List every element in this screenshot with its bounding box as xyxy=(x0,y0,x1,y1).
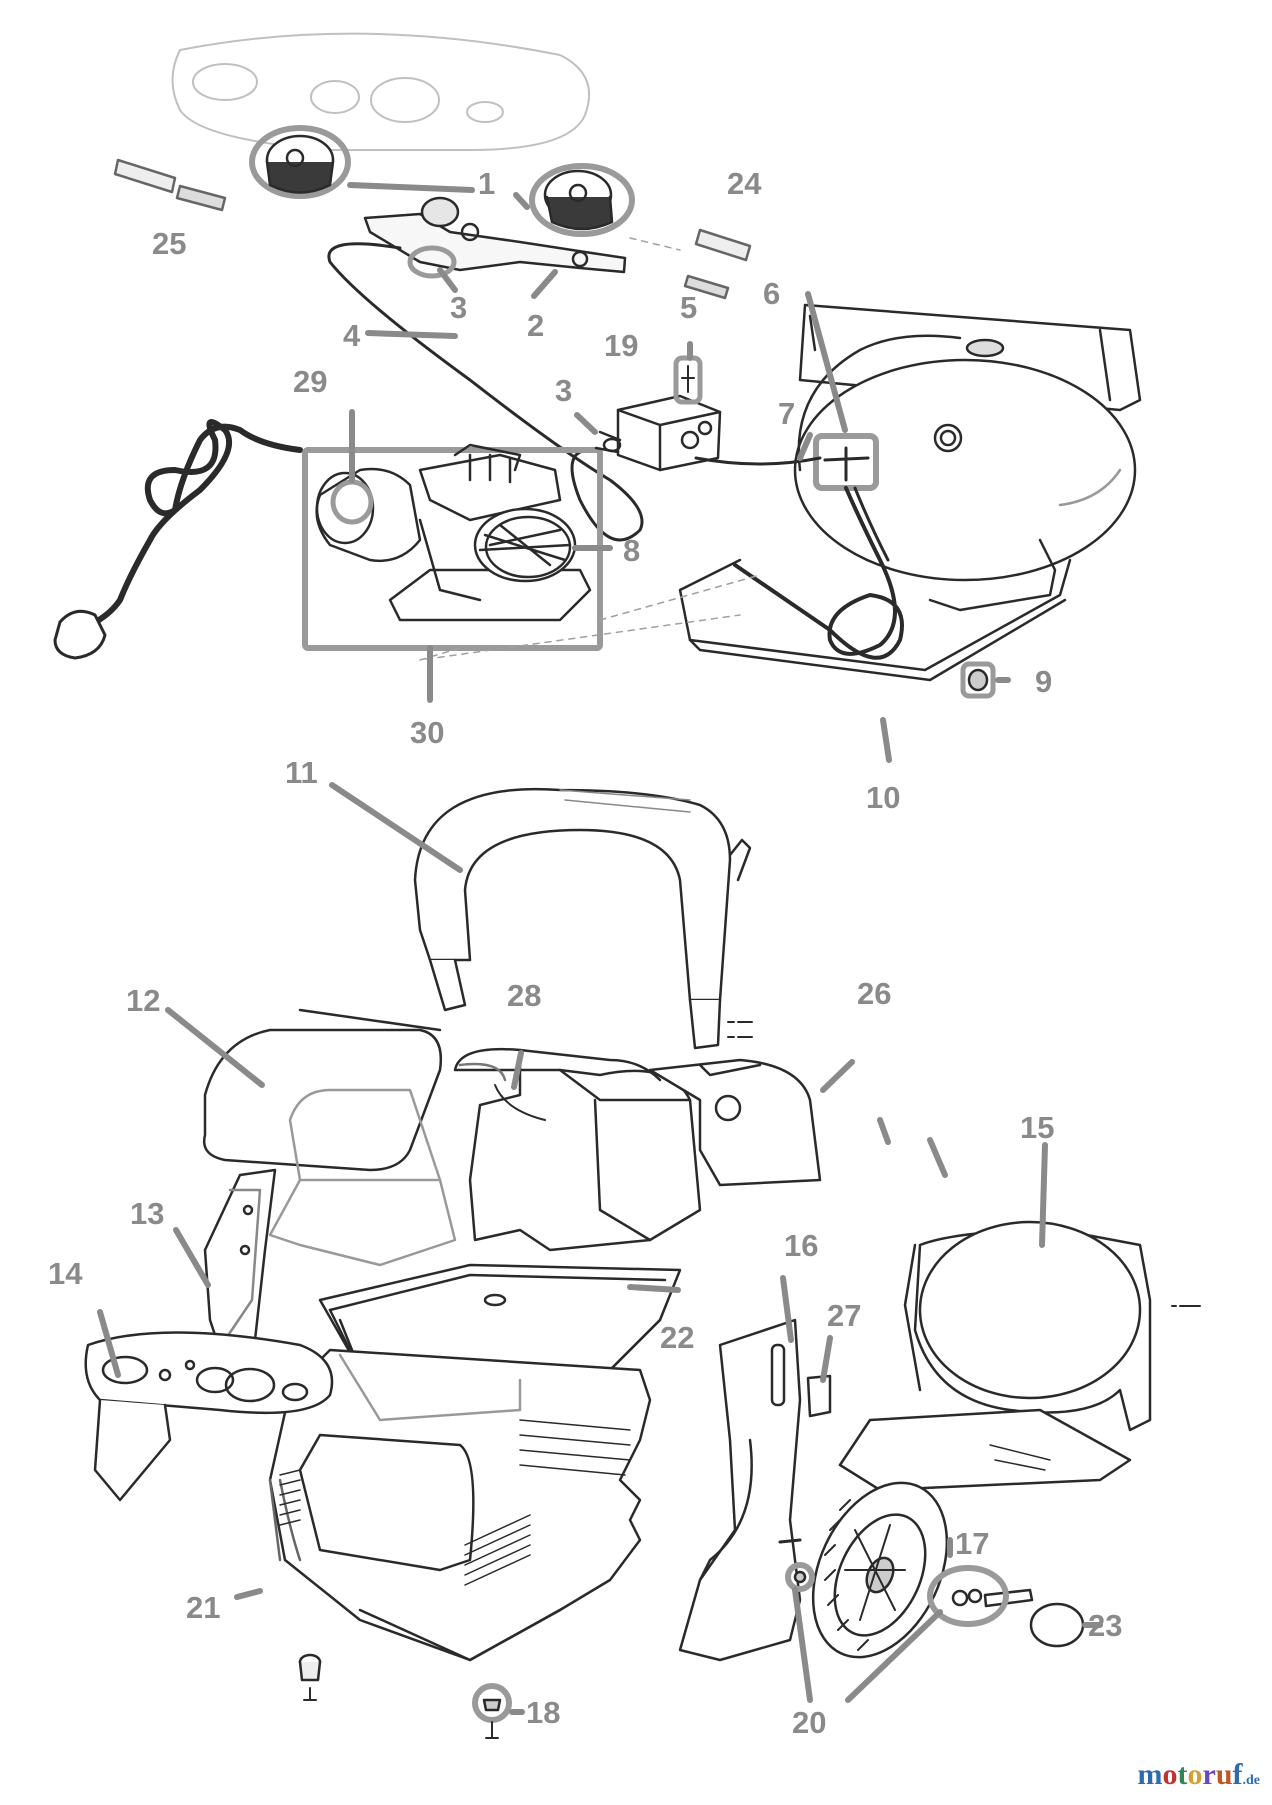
power-cord xyxy=(87,419,303,628)
watermark-letter: r xyxy=(1202,1758,1216,1791)
callout-5: 5 xyxy=(680,290,698,325)
screws xyxy=(727,1021,1201,1307)
callout-4: 4 xyxy=(343,318,361,353)
assembly-hint-lines xyxy=(419,237,761,661)
bracket-27 xyxy=(806,1374,832,1418)
callout-2: 2 xyxy=(527,308,545,343)
side-cover-26 xyxy=(648,1058,822,1187)
watermark-letter: m xyxy=(1137,1758,1163,1791)
rubber-foot-18 xyxy=(298,1653,512,1739)
callout-25: 25 xyxy=(152,226,187,261)
pressure-gauge-left xyxy=(249,125,351,199)
callout-19: 19 xyxy=(604,328,639,363)
watermark-letter: o xyxy=(1162,1758,1178,1791)
callout-10: 10 xyxy=(866,780,901,815)
callout-9: 9 xyxy=(1035,664,1053,699)
handle-bar xyxy=(413,787,752,1050)
hose-coil-10 xyxy=(733,486,904,660)
callout-28: 28 xyxy=(507,978,542,1013)
callout-8: 8 xyxy=(623,533,641,568)
callout-29: 29 xyxy=(293,364,328,399)
wheel-17 xyxy=(811,1481,949,1659)
watermark-letter: u xyxy=(1215,1758,1233,1791)
callout-14: 14 xyxy=(48,1256,83,1291)
fan-8 xyxy=(484,515,572,579)
callout-16: 16 xyxy=(784,1228,819,1263)
callout-7: 7 xyxy=(778,396,796,431)
callout-26: 26 xyxy=(857,976,892,1011)
callout-17: 17 xyxy=(955,1526,990,1561)
main-housing xyxy=(268,1348,652,1662)
watermark-letter: o xyxy=(1187,1758,1203,1791)
wheel-screw xyxy=(778,1538,802,1544)
leader-lines xyxy=(97,182,1103,1715)
fitting-3-upper xyxy=(407,245,457,279)
callout-24: 24 xyxy=(727,166,762,201)
pressure-gauge-right xyxy=(529,163,635,237)
compressor-motor xyxy=(315,443,592,622)
hubcap-23 xyxy=(1029,1602,1085,1648)
drain-valve-9 xyxy=(960,661,996,699)
watermark-letter: f xyxy=(1232,1758,1243,1791)
callout-3-lower: 3 xyxy=(555,373,573,408)
callout-23: 23 xyxy=(1088,1608,1123,1643)
washer xyxy=(951,1589,969,1607)
callout-15: 15 xyxy=(1020,1110,1055,1145)
watermark-letter: t xyxy=(1177,1758,1188,1791)
dashboard-panel-ghost xyxy=(171,32,590,151)
quick-coupler-25 xyxy=(113,158,227,212)
lid-panel xyxy=(202,1008,457,1267)
upper-housing xyxy=(453,1048,702,1252)
outlet-hose-7 xyxy=(694,456,822,466)
axle-ring-20 xyxy=(927,1565,1009,1627)
quick-coupler-24 xyxy=(683,228,752,300)
watermark-suffix: .de xyxy=(1242,1773,1261,1788)
watermark-logo: motoruf.de xyxy=(1137,1760,1260,1790)
callout-1: 1 xyxy=(478,166,496,201)
pressure-cable xyxy=(327,242,644,542)
callout-13: 13 xyxy=(130,1196,165,1231)
air-tank xyxy=(678,303,1142,682)
manifold-assembly xyxy=(363,196,627,274)
callout-12: 12 xyxy=(126,983,161,1018)
washer xyxy=(967,1588,983,1604)
callout-11: 11 xyxy=(285,755,318,790)
nut-20 xyxy=(785,1562,815,1592)
callout-21: 21 xyxy=(186,1590,221,1625)
dashboard-panel-14 xyxy=(84,1331,334,1502)
pressure-switch xyxy=(594,394,722,472)
callout-20: 20 xyxy=(792,1705,827,1740)
callout-6: 6 xyxy=(763,276,781,311)
callout-18: 18 xyxy=(526,1695,561,1730)
callout-27: 27 xyxy=(827,1298,862,1333)
callout-3-upper: 3 xyxy=(450,290,468,325)
power-plug xyxy=(53,609,107,660)
callout-22: 22 xyxy=(660,1320,695,1355)
side-panel-16 xyxy=(678,1318,802,1662)
tray-22 xyxy=(318,1263,682,1382)
callout-30: 30 xyxy=(410,715,445,750)
rear-shroud-15 xyxy=(838,1220,1152,1492)
